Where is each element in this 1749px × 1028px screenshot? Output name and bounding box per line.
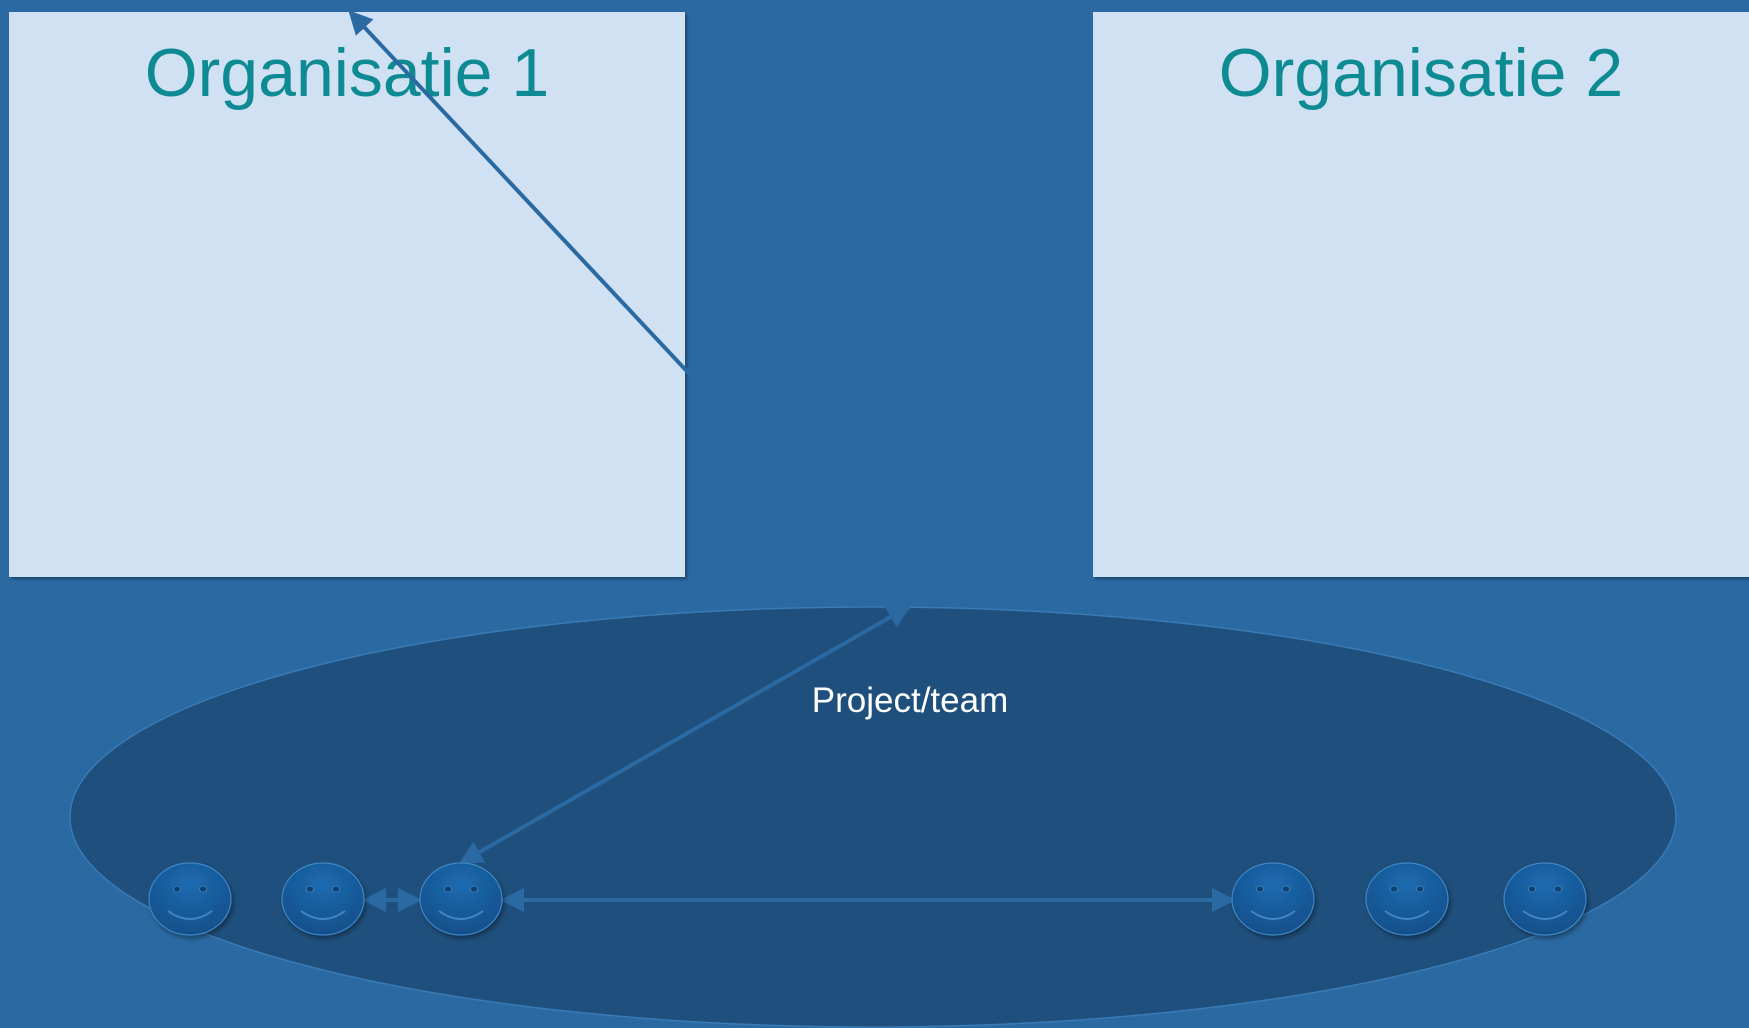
team-member-6-smiley-face-icon (1503, 862, 1587, 936)
project-team-label: Project/team (811, 681, 1009, 720)
team-member-2-smiley-face-icon (281, 862, 365, 936)
organisation-2-box: Organisatie 2 (1093, 12, 1749, 577)
project-team-ellipse (69, 606, 1677, 1028)
team-member-3-smiley-face-icon (419, 862, 503, 936)
team-to-organisation-1-arrow (348, 10, 911, 610)
team-to-member-3-arrow (458, 605, 912, 864)
team-member-4-smiley-face-icon (1231, 862, 1315, 936)
organisation-2-title: Organisatie 2 (1218, 35, 1624, 111)
team-member-1-smiley-face-icon (148, 862, 232, 936)
team-member-5-smiley-face-icon (1365, 862, 1449, 936)
